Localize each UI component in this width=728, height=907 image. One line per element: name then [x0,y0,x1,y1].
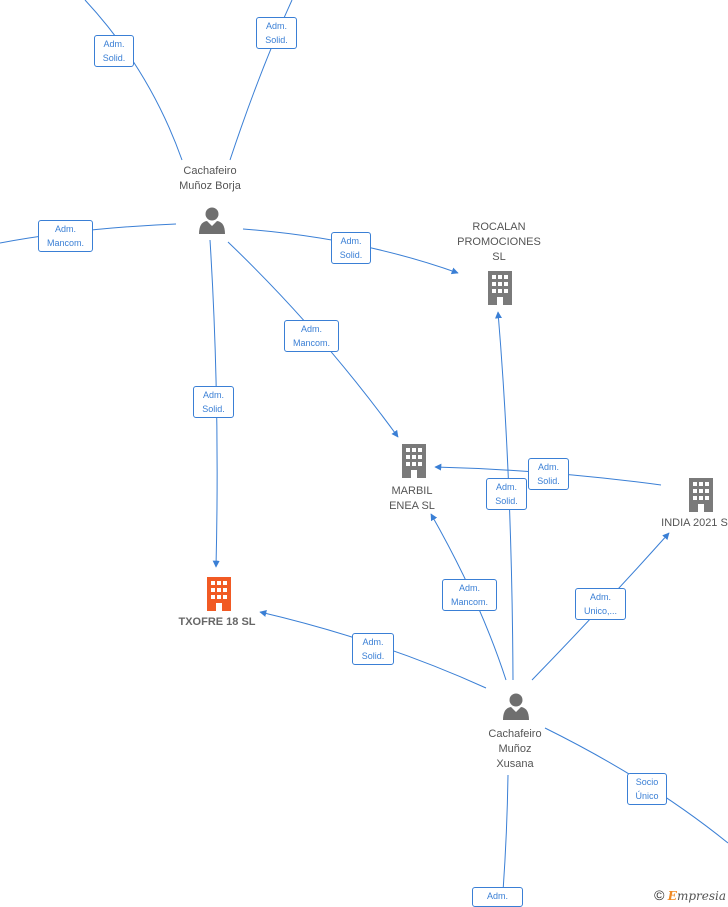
edge-label: Adm. Solid. [528,458,569,490]
building-icon[interactable] [686,478,716,512]
node-label-xusana[interactable]: Cachafeiro Muñoz Xusana [488,728,542,770]
edge-label: Adm. [472,887,523,907]
node-label-txofre[interactable]: TXOFRE 18 SL [178,616,256,628]
node-label-borja[interactable]: Cachafeiro Muñoz Borja [179,165,241,192]
edge-label: Adm. Mancom. [284,320,339,352]
node-label-india[interactable]: INDIA 2021 S [661,517,728,529]
node-label-marbil[interactable]: MARBIL ENEA SL [389,485,435,512]
person-icon[interactable] [502,692,530,720]
edge-label: Adm. Solid. [193,386,234,418]
edge-label: Adm. Solid. [256,17,297,49]
edge-label: Adm. Solid. [352,633,394,665]
edge-label: Adm. Unico,... [575,588,626,620]
edge-line [229,0,293,161]
empresia-watermark: © Empresia [654,887,726,903]
copyright-icon: © [654,887,665,903]
building-icon[interactable] [204,577,234,611]
edge-line [501,774,509,905]
edge-label: Socio Único [627,773,667,805]
edge-label: Adm. Solid. [94,35,134,67]
person-icon[interactable] [198,206,226,234]
edge-label: Adm. Mancom. [38,220,93,252]
building-icon[interactable] [399,444,429,478]
edge-label: Adm. Solid. [486,478,527,510]
node-label-rocalan[interactable]: ROCALAN PROMOCIONES SL [457,221,541,263]
brand-logo: Empresia [667,889,726,903]
edge-label: Adm. Solid. [331,232,371,264]
building-icon[interactable] [485,271,515,305]
edge-label: Adm. Mancom. [442,579,497,611]
edge-line [84,0,183,161]
